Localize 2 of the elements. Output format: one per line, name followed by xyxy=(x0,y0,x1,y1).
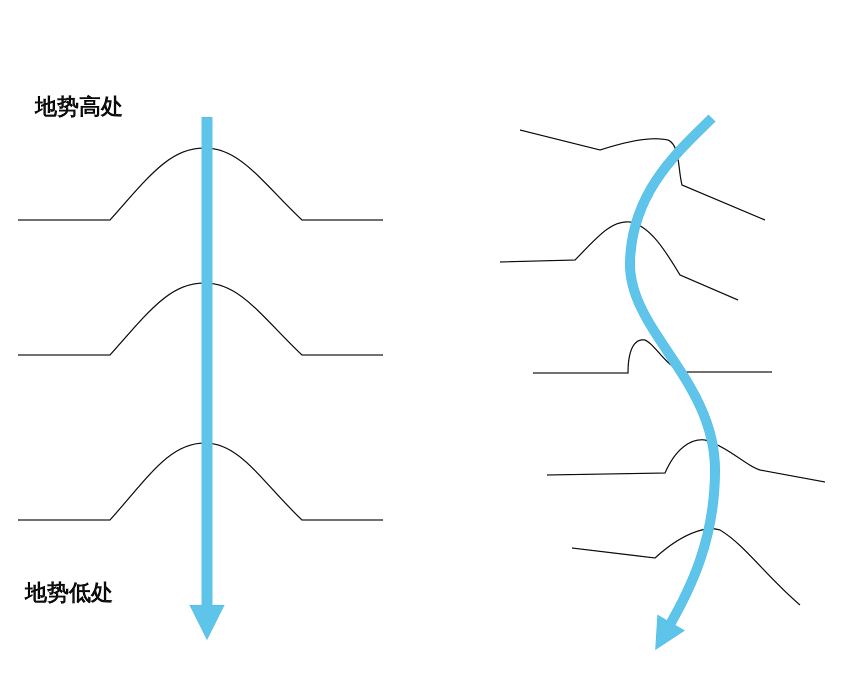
elevation-label: 地势低处 xyxy=(25,579,113,608)
elevation-label: 地势高处 xyxy=(35,93,123,122)
